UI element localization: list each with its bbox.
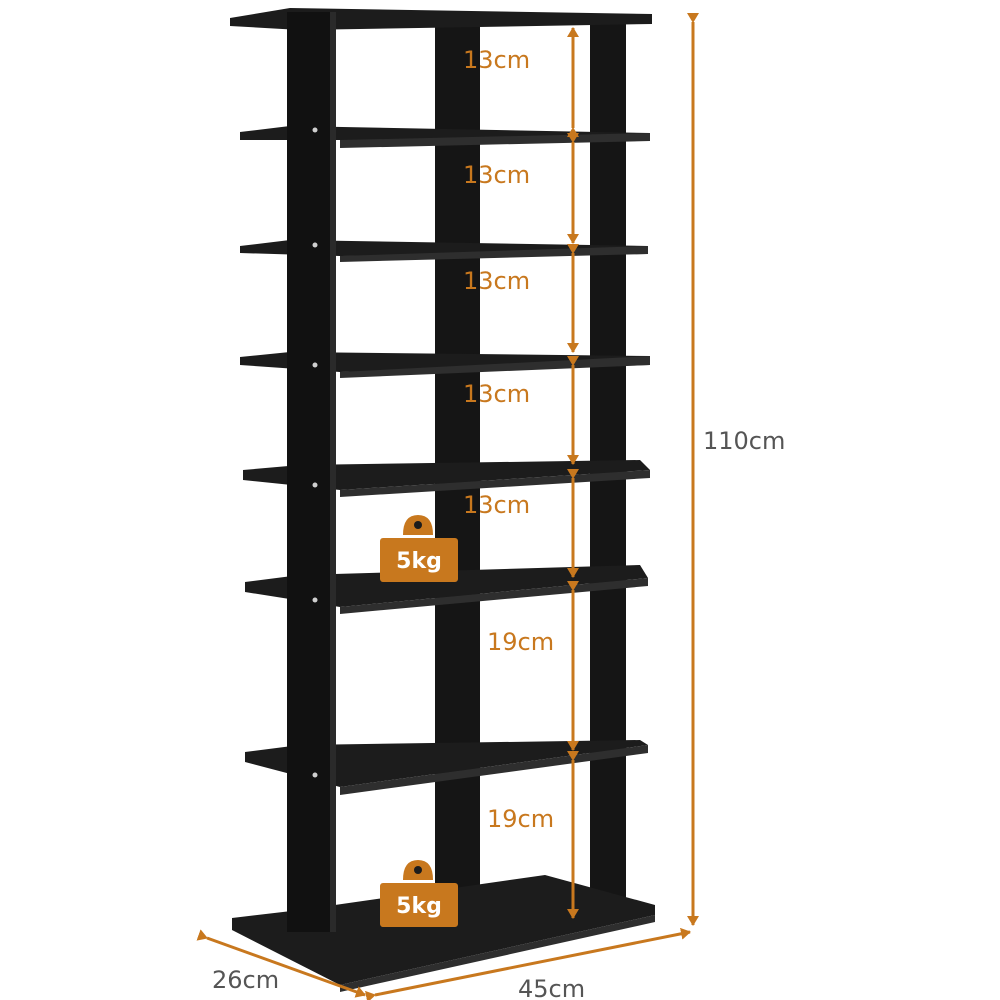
weight-label-upper: 5kg	[396, 549, 442, 574]
weight-icon-upper: 5kg	[380, 515, 458, 582]
depth-label: 26cm	[212, 966, 279, 994]
width-label: 45cm	[518, 975, 585, 1000]
spacing-arrows	[196, 13, 699, 1000]
spacing-label-3: 13cm	[463, 267, 530, 295]
height-label: 110cm	[703, 427, 785, 455]
shelf-6	[245, 740, 648, 787]
left-front-post	[287, 12, 335, 932]
spacing-label-4: 13cm	[463, 380, 530, 408]
weight-icon-lower: 5kg	[380, 860, 458, 927]
shelf-5	[245, 565, 648, 607]
screw-heads	[312, 127, 318, 778]
spacing-label-6: 19cm	[487, 628, 554, 656]
spacing-label-5: 13cm	[463, 491, 530, 519]
spacing-label-1: 13cm	[463, 46, 530, 74]
spacing-label-7: 19cm	[487, 805, 554, 833]
depth-arrow	[196, 929, 366, 998]
spacing-label-2: 13cm	[463, 161, 530, 189]
width-arrow	[364, 927, 691, 1000]
weight-label-lower: 5kg	[396, 894, 442, 919]
right-post	[590, 20, 626, 900]
shelf-4	[243, 460, 650, 490]
